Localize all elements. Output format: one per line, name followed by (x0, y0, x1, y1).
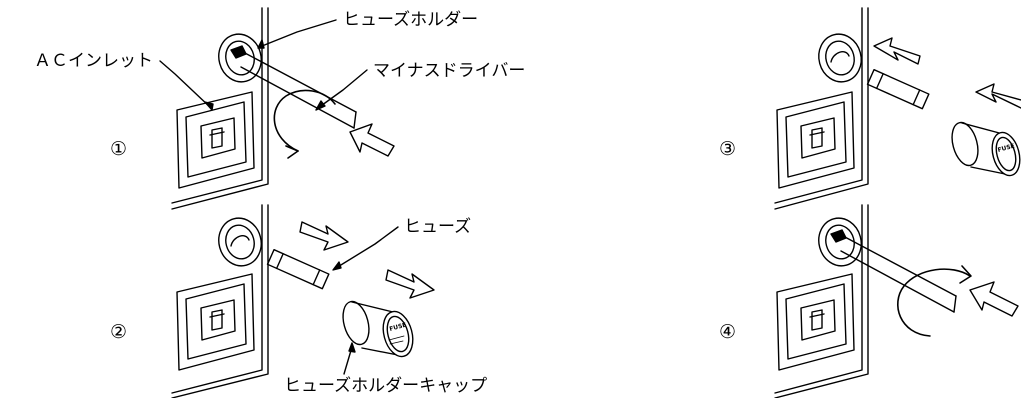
chassis-edge (774, 204, 869, 399)
step-number-1: ① (110, 138, 128, 160)
screwdriver (240, 66, 355, 129)
rotation-arrow-head (285, 145, 299, 159)
ac-inlet-inner (185, 283, 247, 360)
fuse-holder (818, 33, 862, 83)
ac-inlet-inner (785, 283, 847, 360)
panel-1 (159, 7, 395, 210)
ac-inlet-socket (200, 117, 236, 159)
leader-line-ac-inlet (159, 60, 212, 109)
pull-arrow (385, 269, 435, 299)
leader-arrowhead (348, 342, 356, 353)
fuse-holder (218, 33, 262, 83)
cap-text: FUSE (389, 322, 408, 333)
step-number-2: ② (110, 321, 128, 343)
chassis-edge (171, 7, 263, 204)
screwdriver (840, 250, 955, 313)
rotation-arrow-head (959, 265, 972, 284)
ac-inlet-socket (800, 299, 836, 341)
screwdriver (842, 235, 957, 297)
ac-inlet (176, 273, 255, 371)
ac-inlet (776, 91, 855, 189)
leader-arrowhead (332, 261, 342, 271)
push-arrow (349, 123, 395, 157)
fuse-holder-inner (825, 224, 855, 260)
ac-inlet-socket (200, 299, 236, 341)
chassis-edge (774, 7, 869, 210)
rotation-arrow (896, 268, 971, 337)
leader-arrowhead (257, 39, 265, 49)
fuse-holder-cap: FUSE (342, 300, 414, 358)
fuse (866, 68, 930, 110)
label-fuse-holder: ヒューズホルダー (343, 10, 479, 30)
insert-arrow (873, 37, 921, 65)
screwdriver-end (353, 111, 357, 129)
cap-text: FUSE (997, 143, 1016, 154)
leader-line-fuse (335, 226, 399, 269)
fuse-holder-inner (225, 224, 255, 260)
fuse-holder-hole (830, 51, 850, 63)
chassis-edge (171, 7, 269, 210)
leader-line-screwdriver (317, 69, 368, 109)
fuse-holder-cap: FUSE (951, 121, 1021, 177)
fuse-holder-inner (825, 40, 855, 76)
label-screwdriver: マイナスドライバー (373, 61, 526, 81)
ac-inlet (176, 91, 255, 189)
leader-arrowhead (204, 101, 214, 111)
label-fuse: ヒューズ (404, 217, 472, 237)
fuse-holder (218, 217, 262, 267)
panel-2: FUSE (171, 204, 435, 399)
label-fuse-holder-cap: ヒューズホルダーキャップ (284, 376, 488, 396)
chassis-edge (774, 204, 863, 394)
ac-inlet (776, 273, 855, 371)
label-ac-inlet: ＡＣインレット (34, 51, 153, 71)
panel-4 (774, 204, 1019, 399)
panel-3: FUSE (774, 7, 1021, 210)
ac-inlet-inner (185, 101, 247, 178)
ac-inlet-inner (785, 101, 847, 178)
step-number-4: ④ (719, 321, 737, 343)
chassis-edge (171, 204, 263, 394)
fuse-holder (818, 217, 862, 267)
ac-inlet-pins (809, 127, 825, 149)
ac-inlet-socket (800, 117, 836, 159)
push-arrow (969, 281, 1019, 317)
fuse (266, 248, 330, 290)
leader-line-fuse-holder (261, 19, 337, 47)
step-number-3: ③ (719, 138, 737, 160)
pull-arrow (299, 221, 349, 251)
fuse-holder-hole (230, 235, 250, 247)
ac-inlet-pins (209, 127, 225, 149)
chassis-edge (171, 204, 269, 399)
insert-arrow (975, 83, 1021, 109)
ac-inlet-pins (809, 309, 825, 331)
leader-arrowhead (315, 100, 326, 111)
screwdriver-end (953, 295, 957, 313)
chassis-edge (774, 7, 863, 204)
rotation-arrow (273, 89, 336, 152)
ac-inlet-pins (209, 309, 225, 331)
screwdriver (242, 51, 357, 113)
fuse-holder-inner (225, 40, 255, 76)
